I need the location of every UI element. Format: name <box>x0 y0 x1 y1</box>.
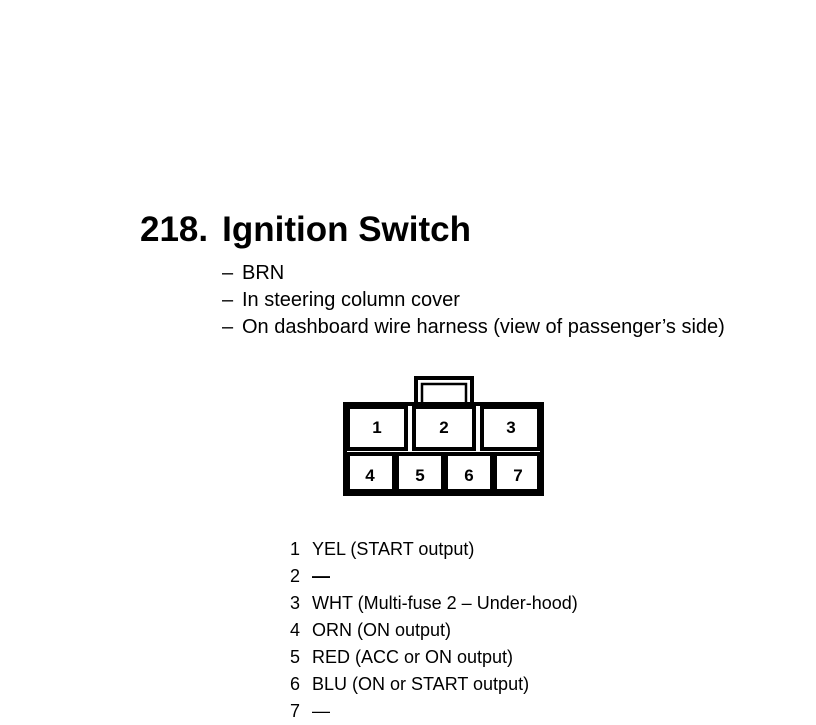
pin-cell-3 <box>480 405 541 451</box>
pin-row: 4 ORN (ON output) <box>290 617 578 644</box>
pin-number: 7 <box>290 701 301 721</box>
connector-notes: –BRN –In steering column cover –On dashb… <box>222 260 725 341</box>
pin-label-6: 6 <box>464 466 473 485</box>
note-location: –In steering column cover <box>222 287 725 314</box>
pin-row: 7— <box>290 698 578 725</box>
pin-cell-4 <box>346 452 396 493</box>
pin-cell-2 <box>412 405 476 451</box>
pin-description: — <box>312 566 330 586</box>
pin-description: RED (ACC or ON output) <box>312 647 514 667</box>
note-text: BRN <box>242 262 285 284</box>
connector-lock-tab <box>414 376 474 404</box>
note-dash: – <box>222 316 234 338</box>
section-title: Ignition Switch <box>222 210 471 249</box>
note-dash: – <box>222 262 234 284</box>
pin-label-4: 4 <box>365 466 375 485</box>
pin-number: 1 <box>290 539 301 559</box>
pin-row: 1 YEL (START output) <box>290 536 578 563</box>
pin-description: ORN (ON output) <box>312 620 452 640</box>
pin-row: 3 WHT (Multi-fuse 2 – Under-hood) <box>290 590 578 617</box>
section-number: 218. <box>140 210 209 249</box>
pin-number: 4 <box>290 620 301 640</box>
pin-label-7: 7 <box>513 466 522 485</box>
pin-description: WHT (Multi-fuse 2 – Under-hood) <box>312 593 578 613</box>
pin-label-1: 1 <box>372 418 381 437</box>
pin-description: BLU (ON or START output) <box>312 674 530 694</box>
note-text: In steering column cover <box>242 289 460 311</box>
pin-number: 6 <box>290 674 301 694</box>
pin-cell-6 <box>444 452 494 493</box>
note-color: –BRN <box>222 260 725 287</box>
connector-diagram: 1 2 3 4 5 6 7 <box>343 376 544 496</box>
pin-description: YEL (START output) <box>312 539 475 559</box>
pin-label-5: 5 <box>415 466 424 485</box>
pin-description: — <box>312 701 330 721</box>
pin-row: 2— <box>290 563 578 590</box>
note-harness: –On dashboard wire harness (view of pass… <box>222 314 725 341</box>
note-text: On dashboard wire harness (view of passe… <box>242 316 725 338</box>
pin-number: 3 <box>290 593 301 613</box>
connector-lock-tab-inner <box>420 382 468 404</box>
pin-cell-5 <box>395 452 445 493</box>
pin-row: 5 RED (ACC or ON output) <box>290 644 578 671</box>
pin-cell-1 <box>346 405 408 451</box>
pin-number: 2 <box>290 566 301 586</box>
pin-row: 6 BLU (ON or START output) <box>290 671 578 698</box>
section-heading: 218. Ignition Switch <box>140 210 471 250</box>
note-dash: – <box>222 289 234 311</box>
pin-label-2: 2 <box>439 418 448 437</box>
pin-cell-7 <box>493 452 541 493</box>
pin-label-3: 3 <box>506 418 515 437</box>
pin-number: 5 <box>290 647 301 667</box>
